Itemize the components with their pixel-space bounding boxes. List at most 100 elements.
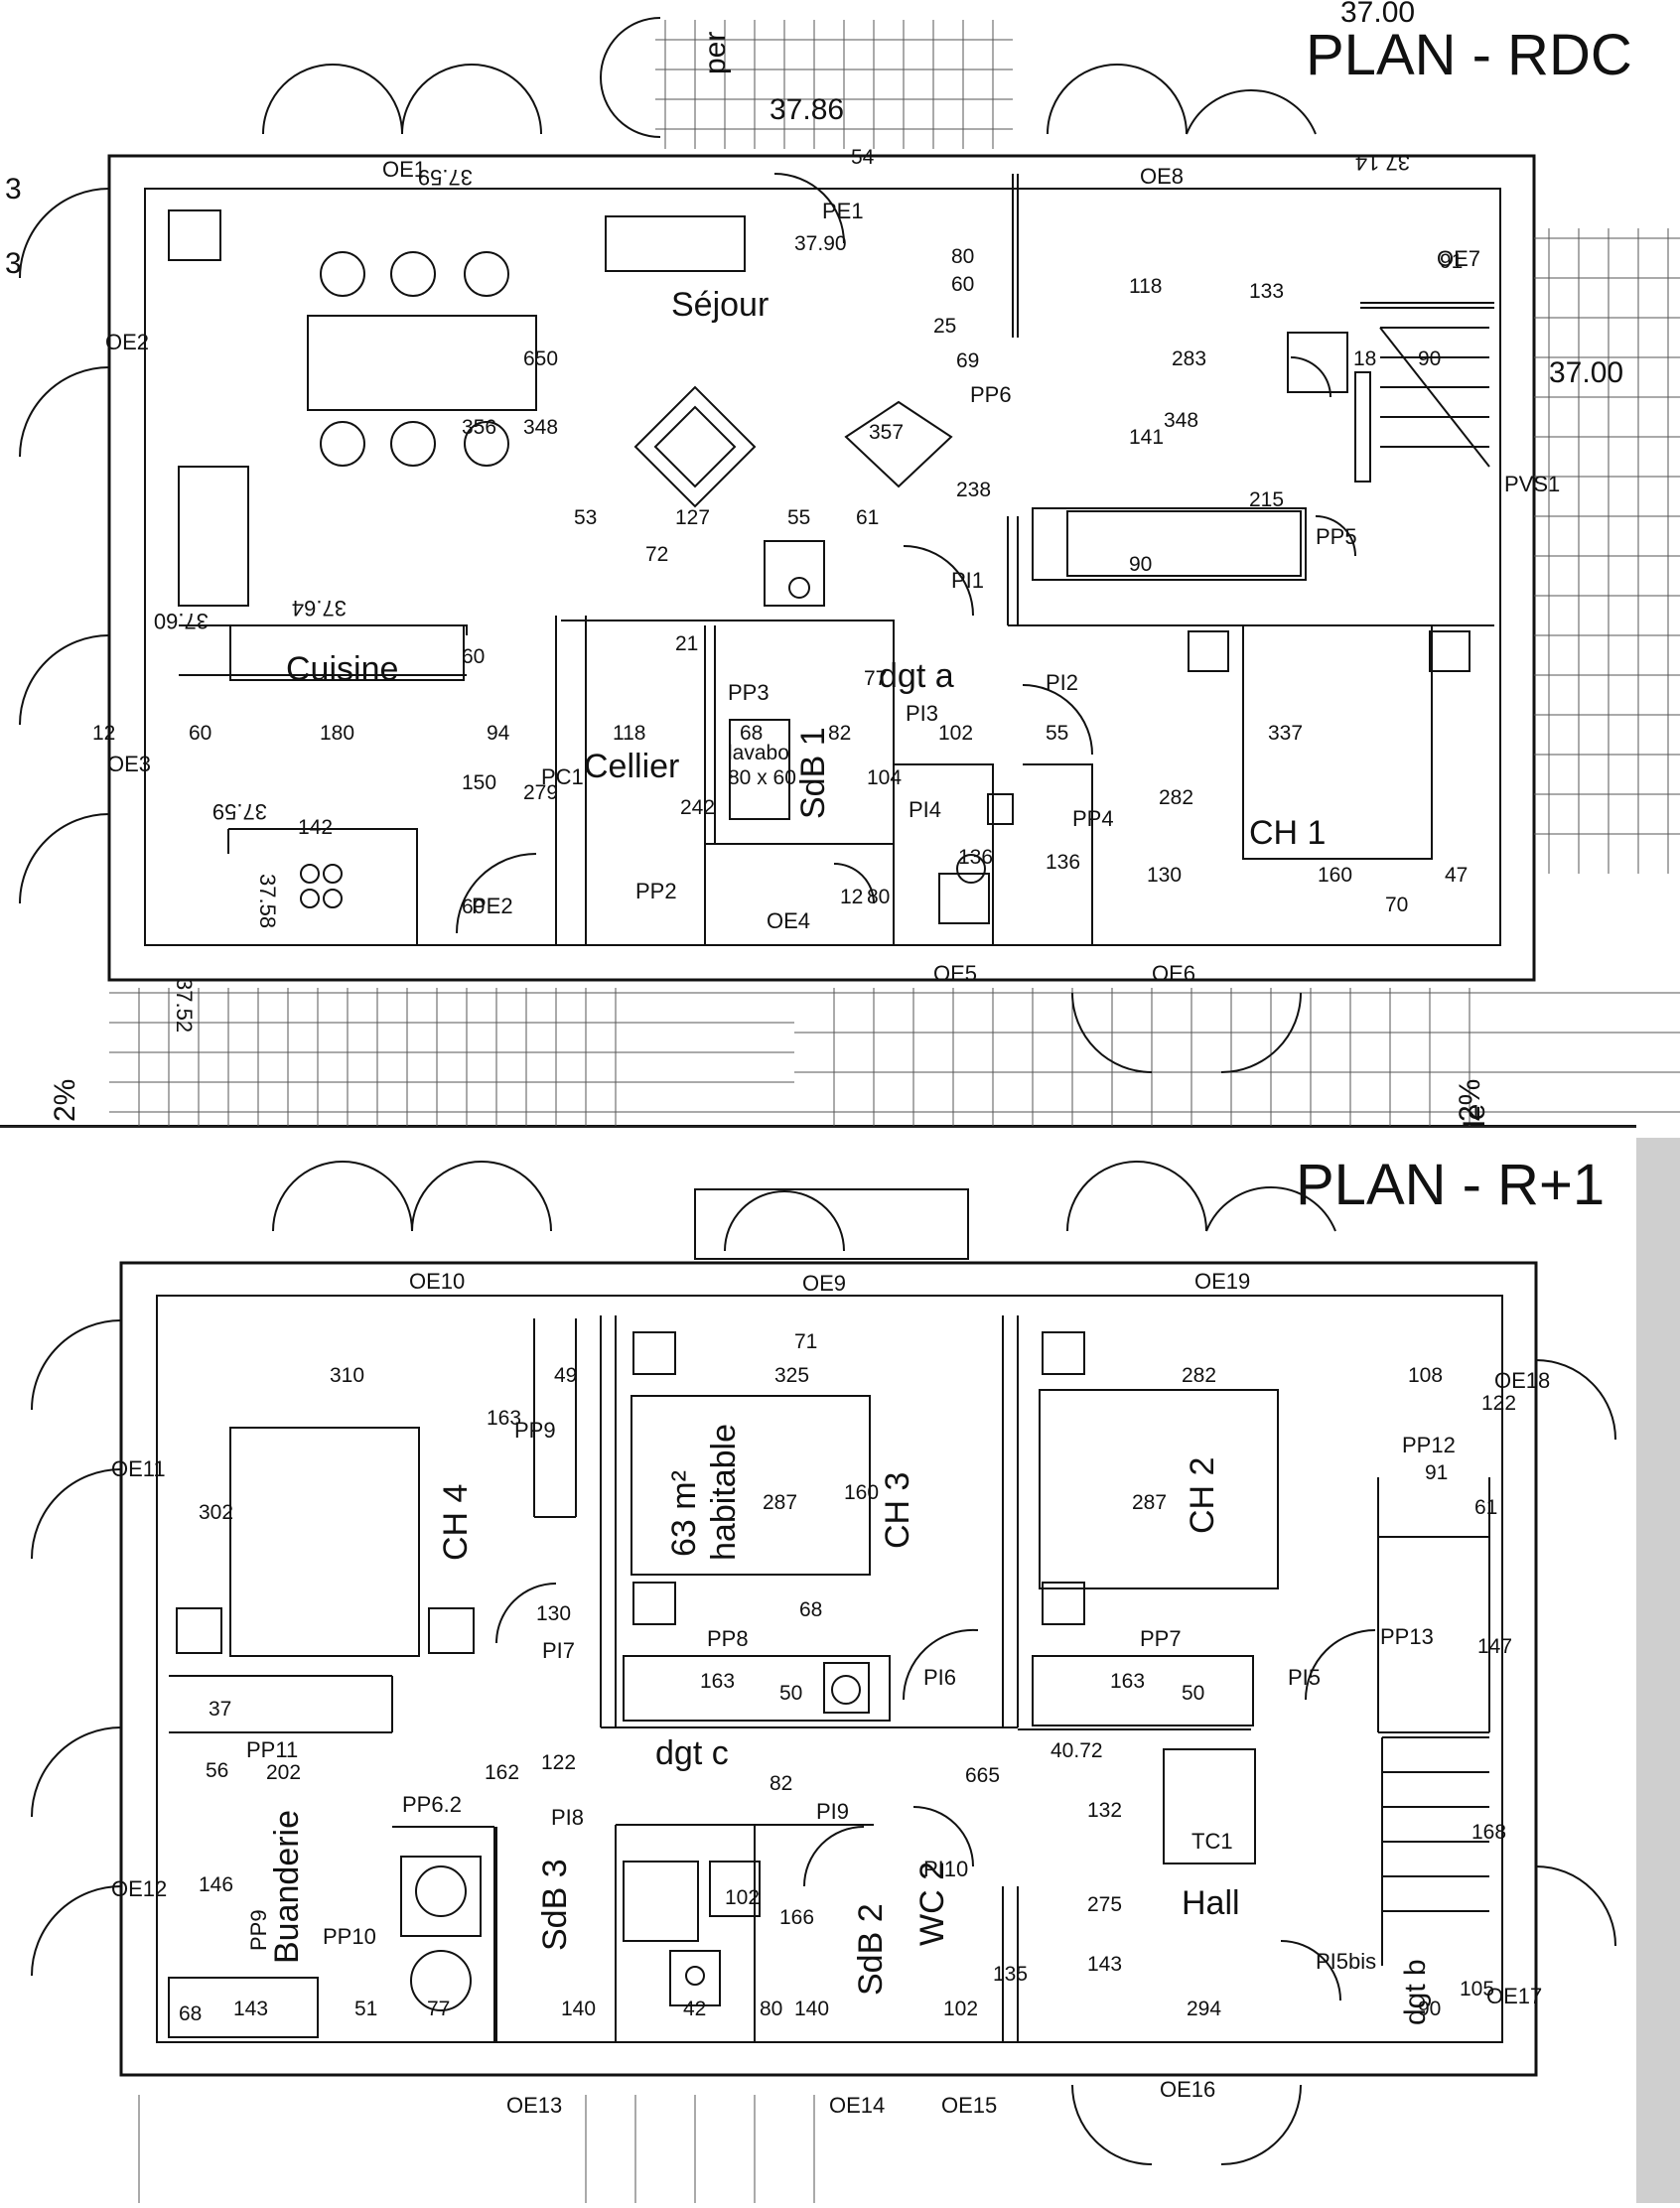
dim: 61 <box>856 506 879 529</box>
dim: 356 <box>462 416 496 439</box>
dim: 80 <box>760 1998 782 2020</box>
opening-oe5: OE5 <box>933 961 977 986</box>
opening-pi10: PI10 <box>923 1857 968 1881</box>
sheet-divider <box>0 1126 1636 1132</box>
dim: 80 <box>951 245 974 268</box>
room-dgt-b: dgt b <box>1399 1959 1432 2025</box>
dim: 130 <box>536 1602 571 1625</box>
opening-pp8: PP8 <box>707 1626 749 1651</box>
dim: 56 <box>206 1759 228 1782</box>
opening-pp6-2: PP6.2 <box>402 1792 462 1817</box>
opening-pi5bis: PI5bis <box>1316 1949 1376 1974</box>
dim: 282 <box>1159 786 1193 809</box>
opening-oe10: OE10 <box>409 1269 465 1294</box>
dim: 55 <box>1046 722 1068 745</box>
room-cellier: Cellier <box>584 748 679 785</box>
dim: 357 <box>869 421 904 444</box>
dim: 294 <box>1187 1998 1221 2020</box>
opening-oe2: OE2 <box>105 330 149 354</box>
room-buanderie: Buanderie <box>268 1810 306 1964</box>
dim: 40.72 <box>1050 1739 1103 1762</box>
edge-label-3b: 3 <box>5 247 22 280</box>
dim: 147 <box>1477 1635 1512 1658</box>
opening-oe19: OE19 <box>1194 1269 1250 1294</box>
dim: 118 <box>613 722 645 745</box>
dim: 136 <box>1046 851 1080 874</box>
dim: 143 <box>233 1998 268 2020</box>
level-37-58: 37.58 <box>255 874 280 928</box>
dim: 102 <box>943 1998 978 2020</box>
room-ch2: CH 2 <box>1184 1457 1221 1534</box>
dim: 69 <box>956 349 979 372</box>
dim: 51 <box>354 1998 377 2020</box>
room-sdb3: SdB 3 <box>536 1859 574 1951</box>
opening-oe4: OE4 <box>767 908 810 933</box>
room-sdb1: SdB 1 <box>794 727 832 819</box>
level-37-64: 37.64 <box>292 596 347 621</box>
dim: 146 <box>199 1873 233 1896</box>
dim: 166 <box>779 1906 814 1929</box>
dim: 302 <box>199 1501 233 1524</box>
opening-pi9: PI9 <box>816 1799 849 1824</box>
dim: 143 <box>1087 1953 1122 1976</box>
dim: 140 <box>561 1998 596 2020</box>
room-dgt-c: dgt c <box>655 1734 729 1772</box>
opening-oe17: OE17 <box>1486 1984 1542 2008</box>
opening-pp13: PP13 <box>1380 1624 1434 1649</box>
dim: 136 <box>958 846 993 869</box>
opening-pi5: PI5 <box>1288 1665 1321 1690</box>
room-ch4: CH 4 <box>437 1484 475 1561</box>
opening-oe9: OE9 <box>802 1271 846 1296</box>
dim: 18 <box>1353 347 1376 370</box>
dim: 68 <box>799 1598 822 1621</box>
dim: 118 <box>1129 275 1162 298</box>
room-dgt-a: dgt a <box>879 657 954 695</box>
dim: 82 <box>828 722 851 745</box>
dim: 215 <box>1249 488 1284 511</box>
dim: 168 <box>1471 1821 1506 1844</box>
dim: 90 <box>1418 347 1441 370</box>
dim: 55 <box>787 506 810 529</box>
dim: 50 <box>779 1682 802 1705</box>
slope-left: 2% <box>49 1079 81 1122</box>
dim: 53 <box>574 506 597 529</box>
opening-pi8: PI8 <box>551 1805 584 1830</box>
level-37-00: 37.00 <box>1549 356 1623 389</box>
dim: 47 <box>1445 864 1468 887</box>
dim: 90 <box>1129 553 1152 576</box>
dim: 77 <box>427 1998 450 2020</box>
dim: 140 <box>794 1998 829 2020</box>
dim: 21 <box>675 632 698 655</box>
dim: 68 <box>179 2002 202 2025</box>
room-ch1: CH 1 <box>1249 814 1326 852</box>
dim: 108 <box>1408 1364 1443 1387</box>
opening-pvs1: PVS1 <box>1504 472 1560 496</box>
level-37-90: 37.90 <box>794 232 847 255</box>
dim: 133 <box>1249 280 1284 303</box>
opening-pi1: PI1 <box>951 568 984 593</box>
opening-tc1: TC1 <box>1191 1829 1233 1854</box>
dim: 105 <box>1460 1978 1494 2001</box>
dim: 160 <box>1318 864 1352 887</box>
dim: 60 <box>189 722 211 745</box>
fixture-lavabo: lavabo <box>728 742 789 764</box>
opening-pp7: PP7 <box>1140 1626 1182 1651</box>
dim: 12 <box>92 722 115 745</box>
plan-r1-title: PLAN - R+1 <box>1296 1153 1605 1217</box>
room-sejour: Séjour <box>671 286 769 324</box>
dim: 160 <box>844 1481 879 1504</box>
opening-oe6: OE6 <box>1152 961 1195 986</box>
dim: 130 <box>1147 864 1182 887</box>
dim: 77 <box>864 667 887 690</box>
dim: 102 <box>938 722 973 745</box>
dim: 37 <box>209 1698 231 1721</box>
dim: 142 <box>298 816 333 839</box>
dim: 287 <box>1132 1491 1167 1514</box>
dim: 122 <box>1481 1392 1516 1415</box>
opening-pp11: PP11 <box>246 1737 298 1762</box>
dim: 275 <box>1087 1893 1122 1916</box>
opening-pc1: PC1 <box>541 764 584 789</box>
opening-oe12: OE12 <box>111 1876 167 1901</box>
dim: 242 <box>680 796 715 819</box>
